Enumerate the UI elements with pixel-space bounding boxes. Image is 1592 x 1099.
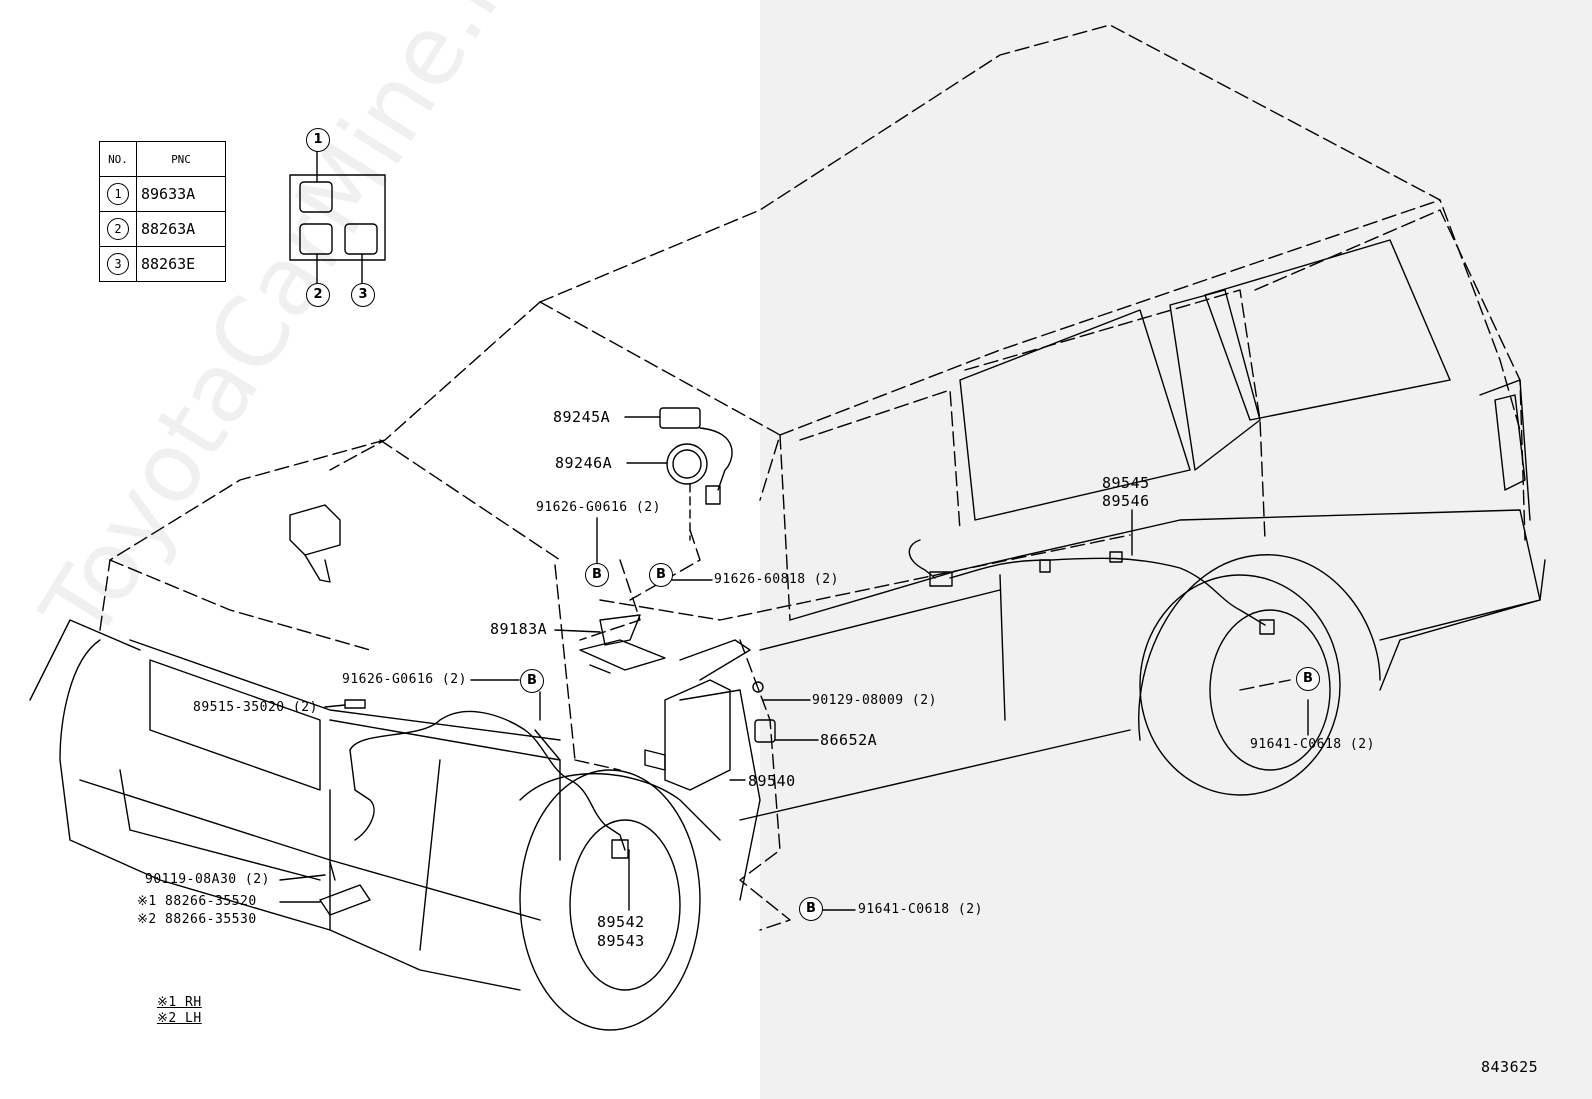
label-89543[interactable]: 89543 (597, 932, 645, 950)
label-89545[interactable]: 89545 (1102, 474, 1150, 492)
table-cell-pnc: 88263A (136, 211, 226, 247)
reservoir-part (289, 504, 341, 583)
label-90129-08009[interactable]: 90129-08009 (2) (812, 693, 937, 708)
rear-body-solid (739, 509, 1546, 821)
label-91626-G0616-mid[interactable]: 91626-G0616 (2) (342, 672, 467, 687)
table-cell-pnc: 88263E (136, 246, 226, 282)
legend-callout-1: 1 (306, 128, 330, 152)
table-row: 1 89633A (99, 176, 226, 212)
label-89540[interactable]: 89540 (748, 772, 796, 790)
row-number-badge: 3 (107, 253, 129, 275)
leader-lines (279, 416, 1309, 911)
b-marker: B (799, 897, 823, 921)
label-88266-35530[interactable]: ※2 88266-35530 (137, 912, 257, 927)
label-86652A[interactable]: 86652A (820, 731, 878, 749)
note-lh: ※2 LH (157, 1011, 202, 1026)
label-88266-35520[interactable]: ※1 88266-35520 (137, 894, 257, 909)
label-89542[interactable]: 89542 (597, 913, 645, 931)
table-header-pnc: PNC (136, 141, 226, 177)
label-89245A[interactable]: 89245A (553, 408, 611, 426)
legend-callout-2: 2 (306, 283, 330, 307)
label-89515-35020[interactable]: 89515-35020 (2) (193, 700, 318, 715)
b-marker: B (649, 563, 673, 587)
label-91641-C0618-front[interactable]: 91641-C0618 (2) (858, 902, 983, 917)
legend-connector-box (289, 149, 386, 284)
label-89183A[interactable]: 89183A (490, 620, 548, 638)
label-91626-G0616-top[interactable]: 91626-G0616 (2) (536, 500, 661, 515)
sensor-assembly (659, 407, 733, 541)
label-91626-60818[interactable]: 91626-60818 (2) (714, 572, 839, 587)
b-marker: B (1296, 667, 1320, 691)
bracket-89183A (579, 614, 666, 674)
b-marker: B (585, 563, 609, 587)
b-marker: B (520, 669, 544, 693)
label-91641-C0618-rear[interactable]: 91641-C0618 (2) (1250, 737, 1375, 752)
front-sensor-wire (319, 699, 629, 916)
label-90119-08A30[interactable]: 90119-08A30 (2) (145, 872, 270, 887)
label-89546[interactable]: 89546 (1102, 492, 1150, 510)
table-row: 3 88263E (99, 246, 226, 282)
label-89246A[interactable]: 89246A (555, 454, 613, 472)
legend-callout-3: 3 (351, 283, 375, 307)
rear-sensor-wire (908, 539, 1275, 635)
table-cell-pnc: 89633A (136, 176, 226, 212)
window-panes (959, 239, 1531, 521)
note-rh: ※1 RH (157, 995, 202, 1010)
table-header-no: NO. (99, 141, 137, 177)
pnc-table: NO. PNC 1 89633A 2 88263A 3 88263E (99, 141, 226, 282)
ecu-89540 (644, 639, 776, 791)
row-number-badge: 2 (107, 218, 129, 240)
right-shaded-panel (760, 0, 1592, 1099)
front-body-solid (29, 619, 761, 1031)
row-number-badge: 1 (107, 183, 129, 205)
body-phantom-outline (99, 24, 1526, 931)
table-row: 2 88263A (99, 211, 226, 247)
diagram-number: 843625 (1481, 1058, 1539, 1076)
